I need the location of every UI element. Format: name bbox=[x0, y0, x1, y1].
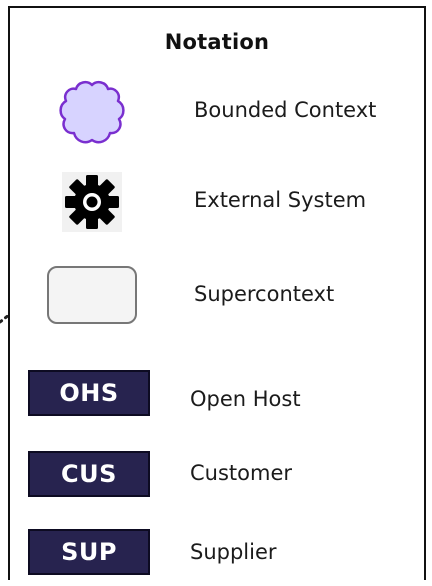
ohs-badge: OHS bbox=[28, 370, 150, 416]
cus-badge: CUS bbox=[28, 451, 150, 497]
external-system-label: External System bbox=[194, 188, 367, 212]
rounded-rect-icon bbox=[47, 266, 137, 324]
supplier-label: Supplier bbox=[190, 540, 277, 564]
gear-icon bbox=[62, 172, 122, 232]
supercontext-label: Supercontext bbox=[194, 282, 335, 306]
customer-label: Customer bbox=[190, 461, 293, 485]
open-host-label: Open Host bbox=[190, 387, 301, 411]
bounded-context-label: Bounded Context bbox=[194, 98, 377, 122]
legend-title: Notation bbox=[164, 30, 270, 54]
cloud-icon bbox=[59, 80, 125, 144]
sup-badge: SUP bbox=[28, 529, 150, 575]
